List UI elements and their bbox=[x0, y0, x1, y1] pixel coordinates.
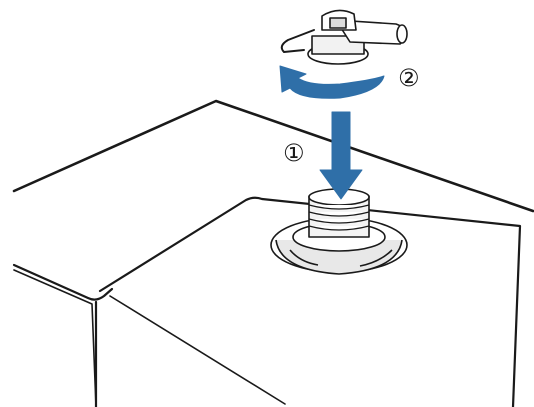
neck-threads bbox=[308, 204, 370, 231]
fitment-fold-1 bbox=[289, 249, 319, 266]
fitment-base-ring bbox=[275, 239, 403, 275]
cap-handle bbox=[280, 29, 315, 53]
step-1-label: ① bbox=[283, 139, 305, 167]
down-arrow-icon bbox=[319, 111, 363, 200]
cap-detail bbox=[329, 17, 347, 29]
box-top-right-flap bbox=[98, 196, 522, 407]
fitment-fold-2 bbox=[359, 249, 393, 267]
ink-box bbox=[12, 99, 534, 407]
box-flap-left bbox=[12, 263, 114, 301]
spout-opening bbox=[396, 24, 408, 44]
box-front-left-edge bbox=[109, 295, 286, 405]
spout-cap-icon bbox=[280, 9, 408, 65]
step-2-label: ② bbox=[398, 64, 420, 92]
box-back-edge bbox=[12, 99, 534, 213]
rotate-arrow-body bbox=[279, 65, 385, 99]
press-arrow-body bbox=[319, 111, 363, 200]
box-left-fold bbox=[13, 269, 97, 407]
curved-arrow-icon bbox=[279, 65, 385, 99]
bag-fitment bbox=[270, 188, 408, 275]
